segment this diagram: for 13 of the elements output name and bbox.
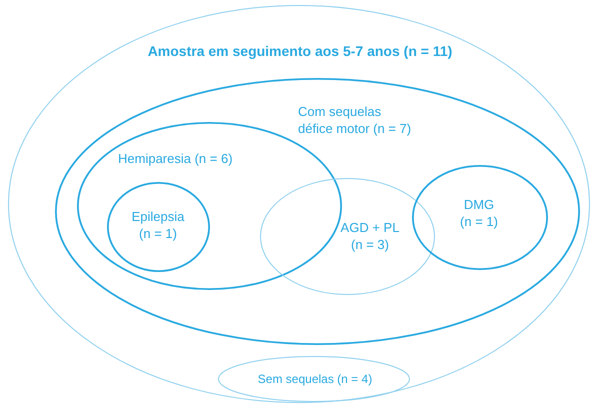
set-ellipse xyxy=(412,165,548,270)
set-label: Amostra em seguimento aos 5-7 anos (n = 11) xyxy=(146,43,454,60)
set-label: Hemiparesia (n = 6) xyxy=(118,150,234,167)
set-ellipse xyxy=(8,5,590,403)
set-label: Com sequelas défice motor (n = 7) xyxy=(298,103,412,137)
set-ellipse xyxy=(218,356,410,402)
set-label: DMG (n = 1) xyxy=(459,196,499,230)
set-ellipse xyxy=(55,78,580,345)
set-label: Sem sequelas (n = 4) xyxy=(256,371,374,388)
set-label: Epilepsia (n = 1) xyxy=(130,208,186,242)
set-ellipse xyxy=(107,182,210,272)
set-label: AGD + PL (n = 3) xyxy=(340,219,400,253)
set-ellipse xyxy=(260,178,435,295)
